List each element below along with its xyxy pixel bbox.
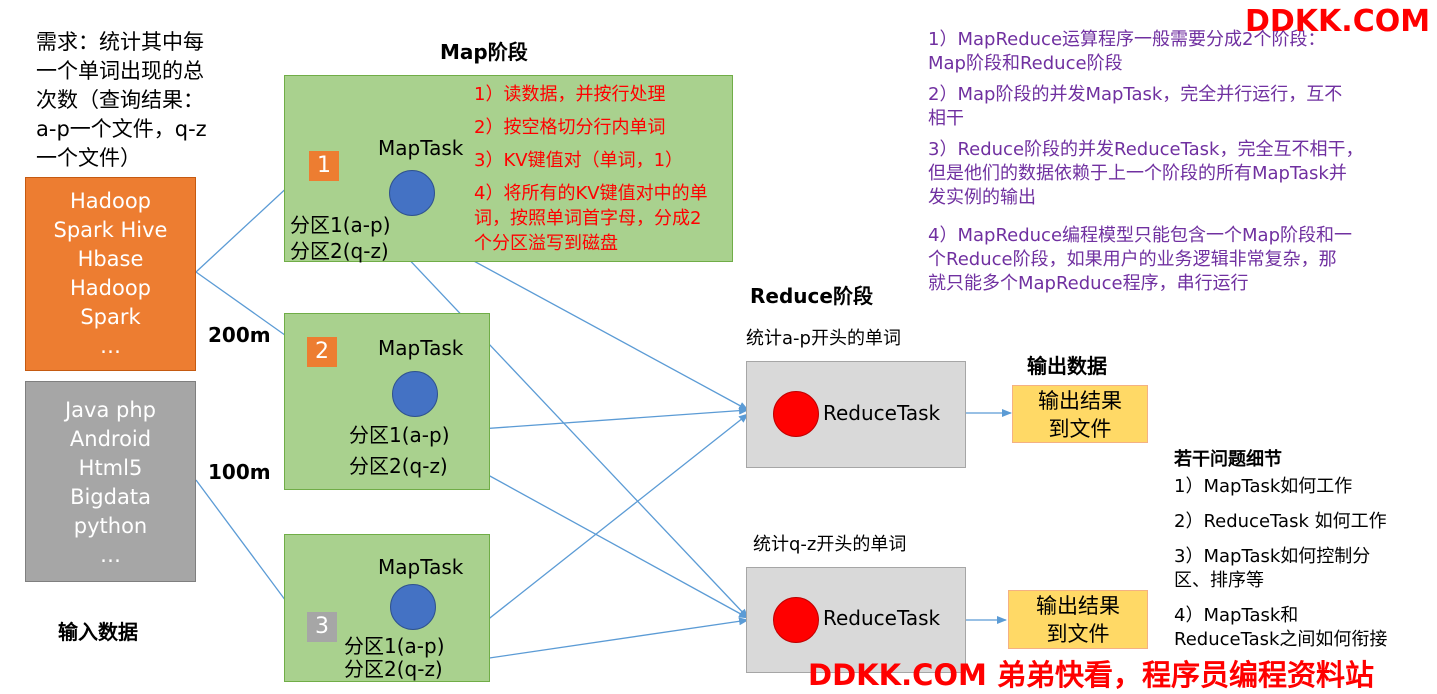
reducetask-label-2: ReduceTask xyxy=(823,606,941,630)
reduce-caption-1: 统计a-p开头的单词 xyxy=(746,328,901,349)
map3-partition-2: 分区2(q-z) xyxy=(344,657,443,681)
maptask-label-1: MapTask xyxy=(378,136,464,160)
questions-section: 若干问题细节 1）MapTask如何工作 2）ReduceTask 如何工作 3… xyxy=(1174,449,1388,650)
watermark-bottom: DDKK.COM 弟弟快看，程序员编程资料站 xyxy=(808,658,1374,692)
arrow-map3-p2-to-reduce2 xyxy=(461,617,749,663)
reducetask-circle-2 xyxy=(773,597,819,643)
maptask-circle-1 xyxy=(389,170,435,216)
requirement-text: 需求：统计其中每 一个单词出现的总 次数（查询结果： a-p一个文件，q-z 一… xyxy=(36,30,207,170)
maptask-box-3 xyxy=(284,534,490,682)
reduce-caption-2: 统计q-z开头的单词 xyxy=(753,534,907,555)
map2-partition-1: 分区1(a-p) xyxy=(349,423,450,447)
maptask-box-1 xyxy=(284,75,733,262)
maptask-circle-2 xyxy=(392,371,438,417)
watermark-top: DDKK.COM xyxy=(1245,4,1431,39)
input-file-2: Java php Android Html5 Bigdata python … xyxy=(25,381,196,582)
size-100m: 100m xyxy=(208,460,271,484)
questions-title: 若干问题细节 xyxy=(1174,449,1282,470)
map1-partition-1: 分区1(a-p) xyxy=(290,213,391,237)
map2-partition-2: 分区2(q-z) xyxy=(349,454,448,478)
split-1: 1 xyxy=(309,151,339,181)
arrow-map2-p1-to-reduce1 xyxy=(465,406,749,431)
map1-partition-2: 分区2(q-z) xyxy=(290,239,389,263)
output-box-2: 输出结果 到文件 xyxy=(1008,590,1148,649)
input-file-1: Hadoop Spark Hive Hbase Hadoop Spark … xyxy=(25,177,196,371)
output-box-1: 输出结果 到文件 xyxy=(1012,385,1148,443)
split-3: 3 xyxy=(307,612,337,642)
map-stage-title: Map阶段 xyxy=(440,40,528,64)
maptask-circle-3 xyxy=(390,584,436,630)
size-200m: 200m xyxy=(208,323,271,347)
arrow-map3-p1-to-reduce1 xyxy=(461,413,749,641)
map-steps: 1）读数据，并按行处理 2）按空格切分行内单词 3）KV键值对（单词，1） 4）… xyxy=(474,84,708,254)
map3-partition-1: 分区1(a-p) xyxy=(344,634,445,658)
maptask-label-2: MapTask xyxy=(378,336,464,360)
reducetask-circle-1 xyxy=(773,391,819,437)
input-data-label: 输入数据 xyxy=(58,620,138,644)
split-2: 2 xyxy=(307,337,337,367)
arrow-map2-p2-to-reduce2 xyxy=(467,463,749,619)
notes-text: 1）MapReduce运算程序一般需要分成2个阶段： Map阶段和Reduce阶… xyxy=(928,29,1364,294)
reducetask-label-1: ReduceTask xyxy=(823,401,941,425)
output-data-title: 输出数据 xyxy=(1027,354,1107,378)
reduce-stage-title: Reduce阶段 xyxy=(750,284,873,308)
maptask-label-3: MapTask xyxy=(378,555,464,579)
